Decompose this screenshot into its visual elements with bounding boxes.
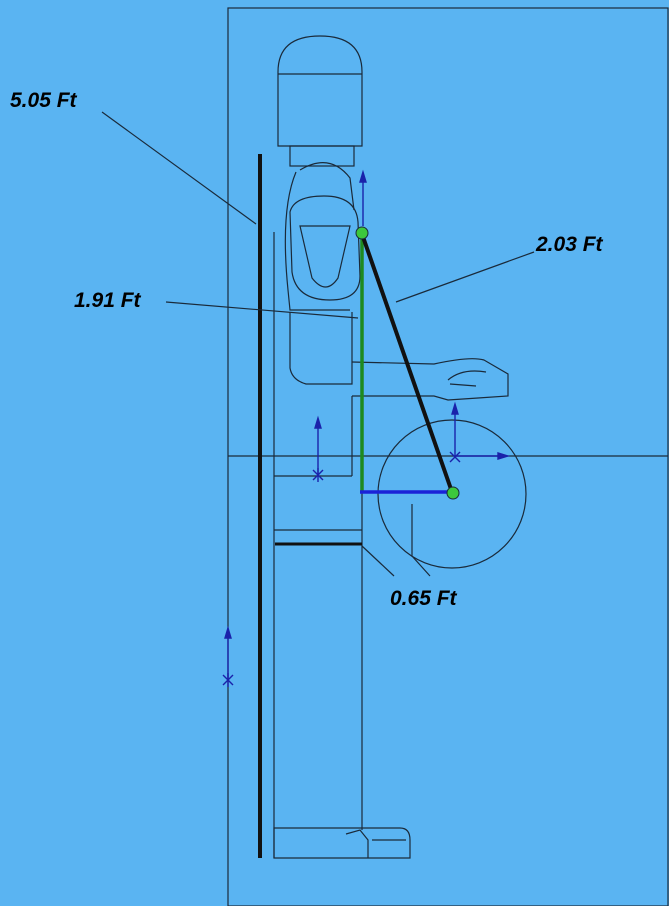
inner-chest-outline (299, 225, 351, 288)
axis-marker-icon (312, 415, 324, 482)
leader-horizontal (411, 504, 431, 577)
leader-vertical (165, 301, 359, 319)
upper-arm-dimension-line (360, 233, 454, 493)
chest-outline (289, 195, 361, 301)
forearm-outline (351, 358, 509, 401)
axis-marker-icon (449, 401, 511, 463)
horizontal-label: 0.65 Ft (390, 587, 457, 610)
head-outline (277, 35, 363, 147)
torso-outline (284, 171, 350, 311)
pivot-point-icon (446, 486, 460, 500)
foot-outline (273, 827, 411, 859)
leader-total-height (101, 111, 257, 225)
toe-detail (345, 829, 406, 858)
leader-upper-arm (395, 251, 535, 303)
drawing-frame (227, 7, 669, 906)
hand-outline (447, 370, 487, 387)
pivot-point-icon (355, 226, 369, 240)
shoulder-outline (299, 162, 355, 211)
leader-horizontal-seat (361, 545, 395, 577)
vertical-label: 1.91 Ft (74, 289, 141, 312)
axis-marker-icon (222, 625, 234, 687)
axis-marker-icon (359, 169, 367, 226)
total-height-label: 5.05 Ft (10, 89, 77, 112)
wheel-circle (377, 419, 527, 569)
upper-arm-label: 2.03 Ft (536, 233, 603, 256)
neck-outline (289, 145, 355, 167)
upper-arm-outline (289, 312, 353, 385)
